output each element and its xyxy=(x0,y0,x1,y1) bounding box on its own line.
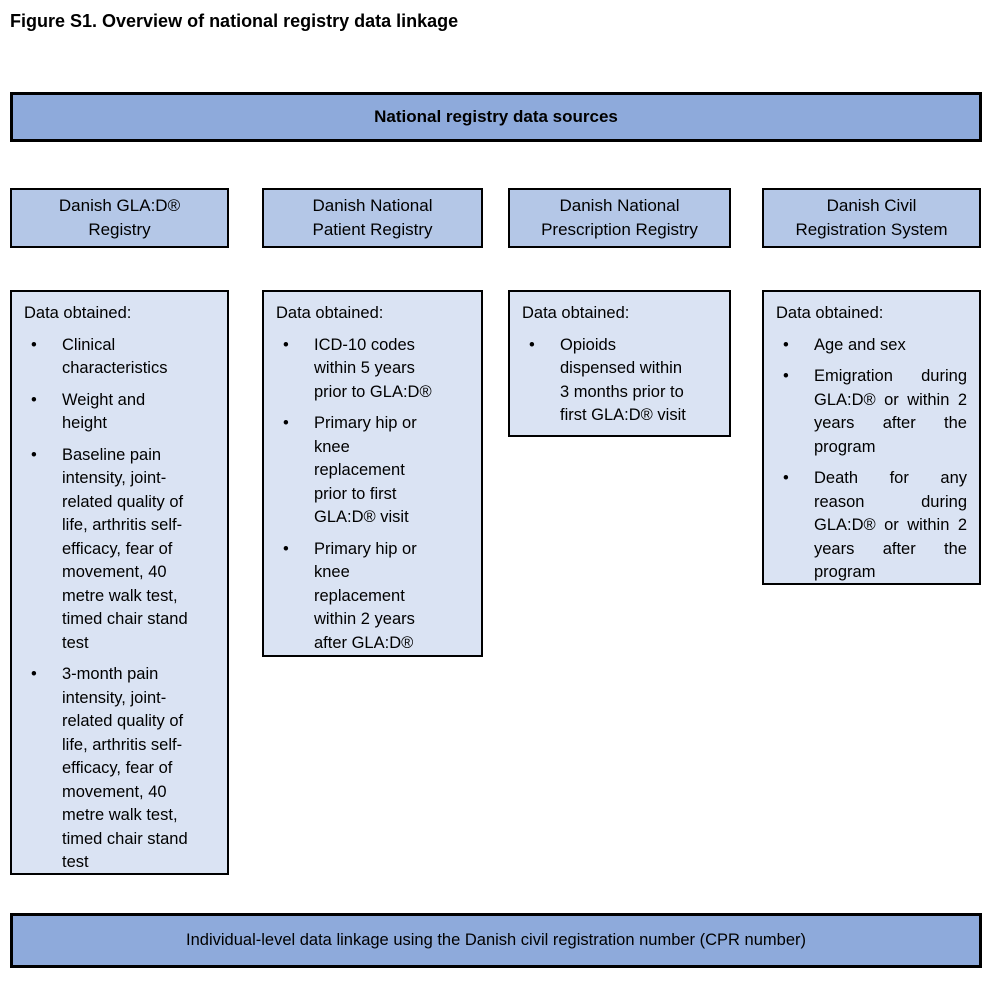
list-item-text: Baseline pain intensity, joint- related … xyxy=(62,445,188,652)
bullet-icon: • xyxy=(31,445,37,464)
list-item: • Clinical characteristics xyxy=(24,334,219,381)
top-banner-label: National registry data sources xyxy=(374,107,618,126)
list-item-text: ICD-10 codes within 5 years prior to GLA… xyxy=(314,335,432,401)
list-item-text: Emigration during GLA:D® or within 2 yea… xyxy=(814,367,967,456)
content-box-national-prescription-registry: Data obtained: • Opioids dispensed withi… xyxy=(508,290,731,437)
bullet-icon: • xyxy=(283,414,289,432)
list-item-text: Primary hip or knee replacement prior to… xyxy=(314,414,417,526)
list-item: • Primary hip or knee replacement prior … xyxy=(276,412,473,530)
list-item: • 3-month pain intensity, joint- related… xyxy=(24,663,219,873)
bullet-icon: • xyxy=(529,335,535,354)
bullet-icon: • xyxy=(783,469,789,487)
list-item: • Age and sex xyxy=(776,334,971,358)
bullet-icon: • xyxy=(783,335,789,354)
figure-title: Figure S1. Overview of national registry… xyxy=(10,11,459,31)
list-item-text: Age and sex xyxy=(814,335,906,354)
list-item-text: Opioids dispensed within 3 months prior … xyxy=(560,335,686,425)
content-box-national-patient-registry: Data obtained: • ICD-10 codes within 5 y… xyxy=(262,290,483,657)
list-item: • Emigration during GLA:D® or within 2 y… xyxy=(776,365,971,459)
list-item: • Weight and height xyxy=(24,389,219,436)
top-banner-national-registry-data-sources: National registry data sources xyxy=(10,92,982,142)
list-item: • Death for any reason during GLA:D® or … xyxy=(776,467,971,583)
bottom-banner-cpr-linkage: Individual-level data linkage using the … xyxy=(10,913,982,968)
bullet-icon: • xyxy=(31,390,37,409)
bullet-icon: • xyxy=(283,335,289,354)
bullet-icon: • xyxy=(283,539,289,558)
list-item: • ICD-10 codes within 5 years prior to G… xyxy=(276,334,473,405)
bullet-icon: • xyxy=(31,665,37,683)
list-item-text: Weight and height xyxy=(62,390,146,433)
content-box-glad-registry: Data obtained: • Clinical characteristic… xyxy=(10,290,229,875)
list-item-text: Clinical characteristics xyxy=(62,335,168,378)
list-item-text: Death for any reason during GLA:D® or wi… xyxy=(814,469,967,581)
bullet-icon: • xyxy=(783,367,789,385)
header-box-danish-glad-registry: Danish GLA:D® Registry xyxy=(10,188,229,248)
header-box-danish-national-patient-registry: Danish National Patient Registry xyxy=(262,188,483,248)
list-item: • Opioids dispensed within 3 months prio… xyxy=(522,334,721,428)
data-obtained-label: Data obtained: xyxy=(776,304,884,322)
data-obtained-label: Data obtained: xyxy=(276,304,384,322)
list-item-text: 3-month pain intensity, joint- related q… xyxy=(62,665,188,871)
data-obtained-label: Data obtained: xyxy=(522,304,630,322)
list-item-text: Primary hip or knee replacement within 2… xyxy=(314,539,417,652)
bottom-banner-label: Individual-level data linkage using the … xyxy=(186,931,806,949)
list-item: • Baseline pain intensity, joint- relate… xyxy=(24,444,219,656)
content-box-civil-registration-system: Data obtained: • Age and sex • Emigratio… xyxy=(762,290,981,585)
header-box-danish-civil-registration-system: Danish Civil Registration System xyxy=(762,188,981,248)
bullet-icon: • xyxy=(31,335,37,354)
data-obtained-label: Data obtained: xyxy=(24,304,132,322)
header-box-danish-national-prescription-registry: Danish National Prescription Registry xyxy=(508,188,731,248)
list-item: • Primary hip or knee replacement within… xyxy=(276,538,473,656)
